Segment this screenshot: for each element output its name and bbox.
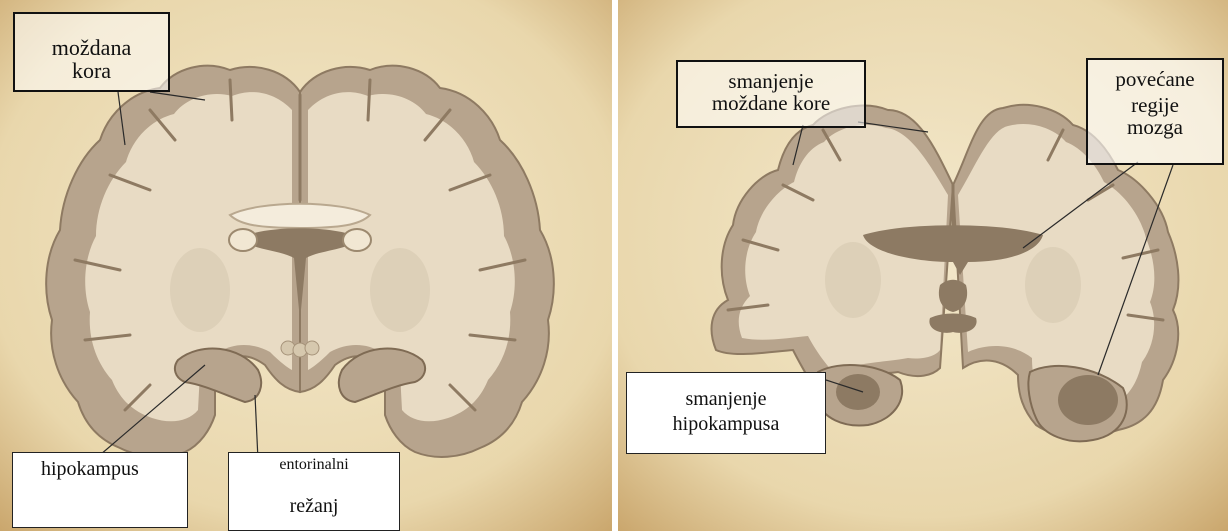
caudate-left (229, 229, 257, 251)
healthy-brain-panel: moždana kora hipokampus entorinalni reža… (0, 0, 612, 531)
cortex-label-line1: moždana (15, 36, 168, 59)
putamen-right (370, 248, 430, 332)
putamen-left (170, 248, 230, 332)
enlarged-regions-line1: povećane (1088, 68, 1222, 90)
right-temporal-horn (1058, 375, 1118, 425)
putamen-left (825, 242, 881, 318)
entorhinal-label-line2: režanj (229, 496, 399, 517)
hippocampus-label-text: hipokampus (41, 459, 187, 480)
entorhinal-label: entorinalni režanj (228, 452, 400, 531)
alzheimer-brain-panel: smanjenje moždane kore povećane regije m… (618, 0, 1228, 531)
fourth-ventricle (929, 314, 976, 333)
cortex-shrinkage-label: smanjenje moždane kore (676, 60, 866, 128)
enlarged-regions-label: povećane regije mozga (1086, 58, 1224, 165)
left-temporal-horn (836, 374, 880, 410)
hippocampus-shrinkage-line2: hipokampusa (627, 414, 825, 435)
cortex-shrinkage-line1: smanjenje (678, 70, 864, 92)
corpus-callosum (230, 204, 370, 228)
cortex-shrinkage-line2: moždane kore (678, 92, 864, 114)
entorhinal-label-line1: entorinalni (229, 457, 399, 474)
hippocampus-label: hipokampus (12, 452, 188, 528)
enlarged-regions-line2: regije (1088, 94, 1222, 116)
cortex-label-line2: kora (15, 59, 168, 82)
mammillary-right (305, 341, 319, 355)
hippocampus-shrinkage-label: smanjenje hipokampusa (626, 372, 826, 454)
caudate-right (343, 229, 371, 251)
cortex-label: moždana kora (13, 12, 170, 92)
hippocampus-shrinkage-line1: smanjenje (627, 389, 825, 410)
putamen-right (1025, 247, 1081, 323)
enlarged-regions-line3: mozga (1088, 116, 1222, 138)
